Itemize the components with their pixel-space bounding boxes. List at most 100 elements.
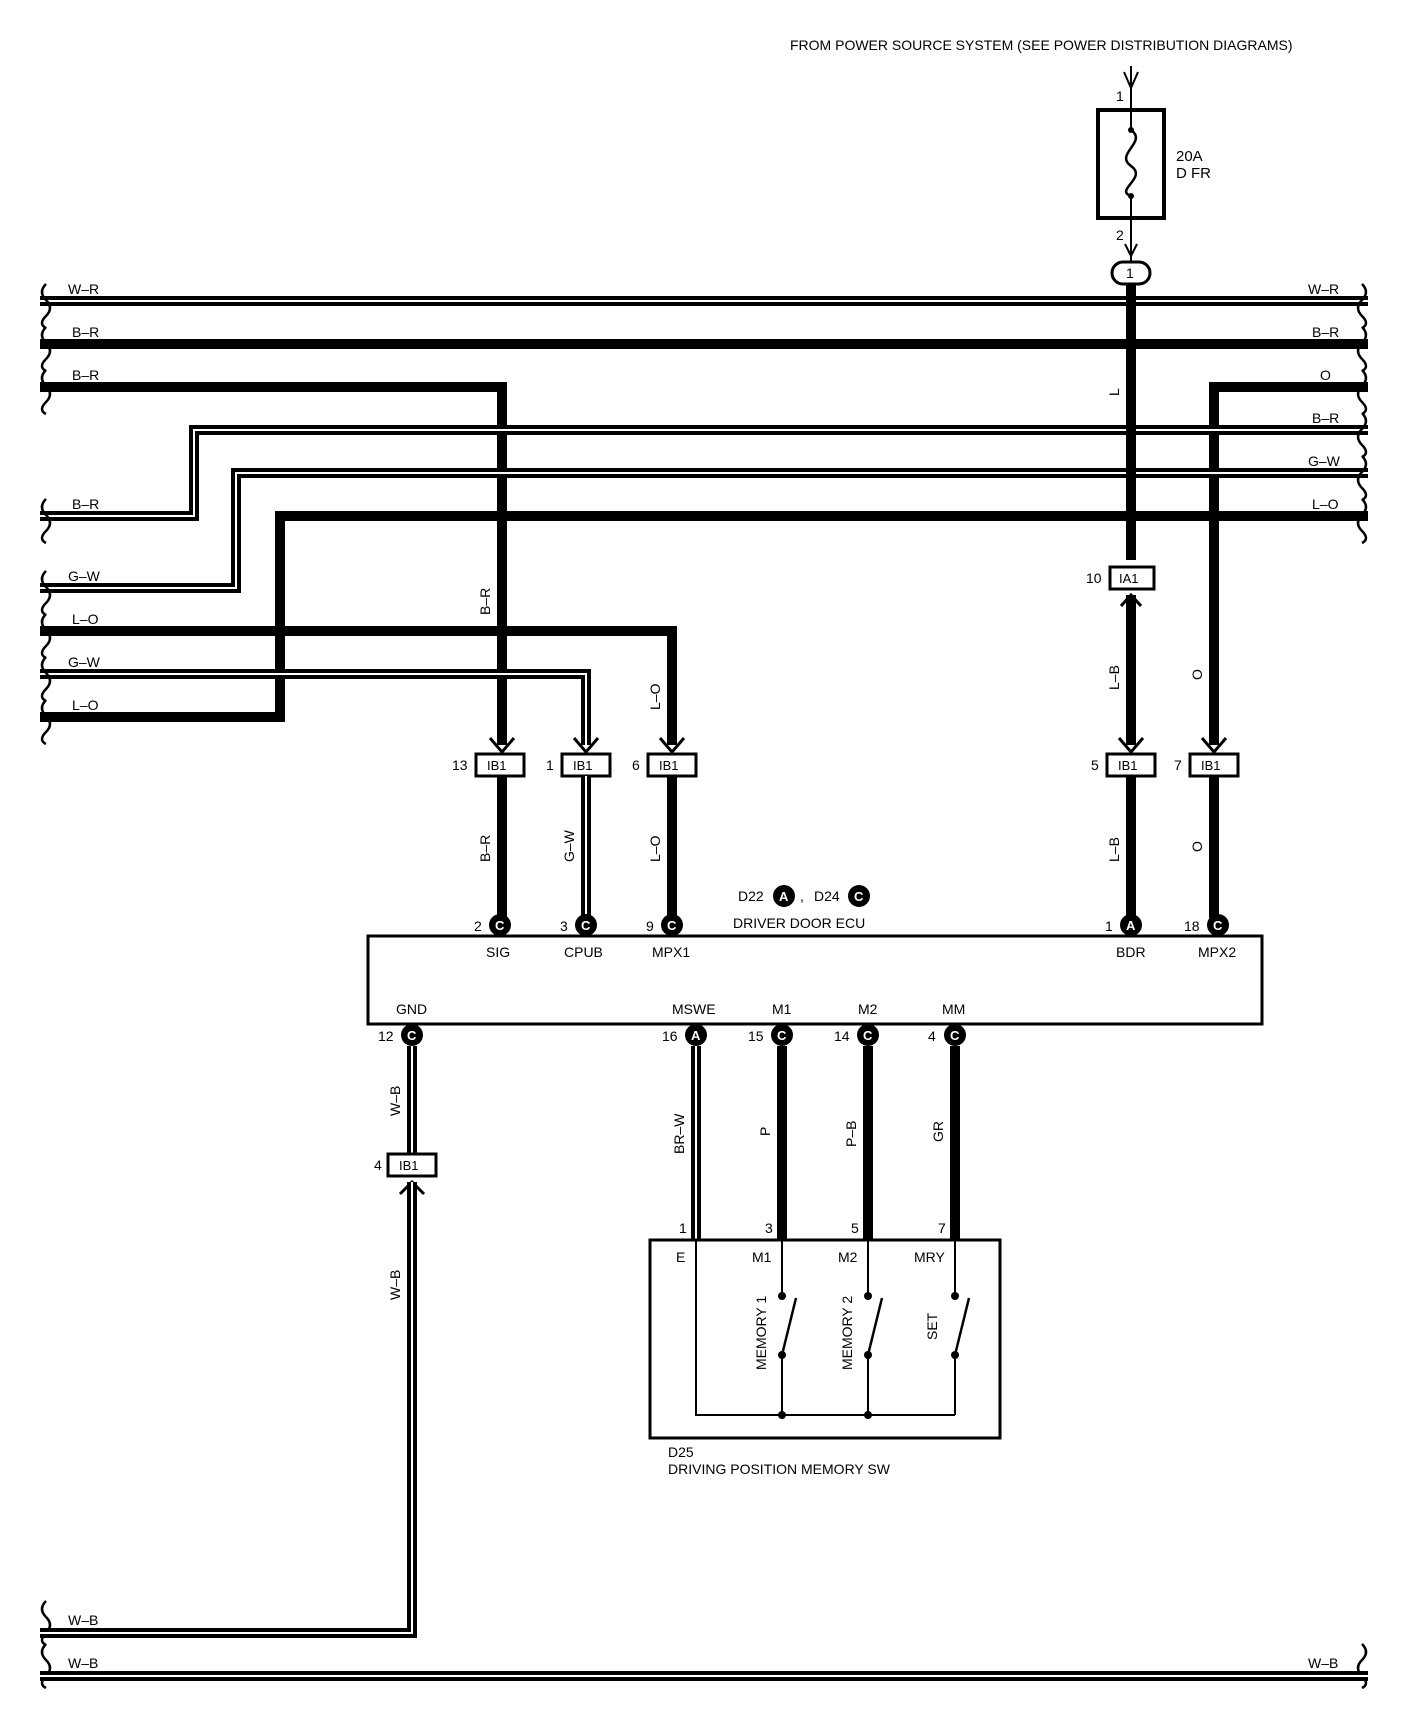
wire-g-w-step-inner: [40, 472, 1368, 589]
left-wire-label-1: B–R: [72, 324, 99, 340]
pin-conn: C: [863, 1028, 873, 1043]
switch-m1-blade: [780, 1297, 798, 1356]
pin-number: 16: [662, 1028, 678, 1044]
pin-conn: A: [1126, 918, 1136, 933]
connector-ib1-gnd: [386, 1152, 438, 1178]
wire-b-r-step-inner: [40, 429, 1368, 517]
switch-m2-blade: [866, 1297, 884, 1356]
switch-label-memory1: MEMORY 1: [753, 1296, 769, 1370]
ecu-bottom-pin-mswe: MSWE A 16: [662, 1001, 716, 1046]
ecu-ref2: D24: [814, 888, 840, 904]
vlabel-mm-wire: GR: [930, 1121, 946, 1142]
left-wire-label-5: L–O: [72, 611, 99, 627]
switch-m1-contact-top: [778, 1292, 786, 1300]
pin-number: 18: [1184, 918, 1200, 934]
ecu-ref-separator: ,: [800, 888, 804, 904]
connector-ia1-name: IA1: [1119, 571, 1139, 586]
bottom-wire-label-left1: W–B: [68, 1612, 98, 1628]
connector-ib1-cpub-pin: 1: [546, 757, 554, 773]
ecu-ref1-conn: A: [779, 889, 789, 904]
pin-number: 2: [474, 918, 482, 934]
fuse-dot-top: [1128, 127, 1134, 133]
fuse-out-arrow: [1124, 243, 1138, 259]
wire-l-o-mpx1: [40, 626, 677, 745]
connector-ia1: [1108, 565, 1156, 591]
pin-number: 14: [834, 1028, 850, 1044]
wire-g-w-step: [40, 468, 1368, 593]
left-wire-label-3: B–R: [72, 496, 99, 512]
connector-ib1-sig-name: IB1: [487, 758, 507, 773]
ecu-top-pin-cpub: C 3 CPUB: [560, 914, 603, 960]
switch-terminal-e: E: [676, 1249, 685, 1265]
switch-set-contact-top: [951, 1292, 959, 1300]
pin-number: 1: [1105, 918, 1113, 934]
switch-pin-7: 7: [938, 1220, 946, 1236]
ecu-box: [366, 934, 1264, 1026]
pin-conn: A: [691, 1028, 701, 1043]
wire-g-w-cpub-inner: [40, 673, 587, 745]
junction-1-label: 1: [1126, 265, 1134, 281]
bottom-wire-label-left2: W–B: [68, 1655, 98, 1671]
switch-m2-junction: [864, 1411, 872, 1419]
ecu-top-pin-sig: C 2 SIG: [474, 914, 511, 960]
vlabel-mpx1-lower: L–O: [647, 835, 663, 862]
vlabel-gnd-lower: W–B: [387, 1270, 403, 1300]
right-wire-label-0: W–R: [1308, 281, 1339, 297]
wire-gnd-lower-inner: [40, 1182, 413, 1634]
pin-marker: [944, 1024, 966, 1046]
pin-conn: C: [407, 1028, 417, 1043]
ecu-top-pin-mpx2: C 18 MPX2: [1184, 914, 1236, 960]
pin-number: 9: [646, 918, 654, 934]
ecu-ref1: D22: [738, 888, 764, 904]
vlabel-sig-upper: B–R: [477, 588, 493, 615]
wire-o-mpx2: [1209, 382, 1368, 745]
switch-m1-junction: [778, 1411, 786, 1419]
pin-marker: [685, 1024, 707, 1046]
pin-marker: [489, 914, 511, 936]
fuse-rating: 20A: [1176, 148, 1203, 165]
pin-name: CPUB: [564, 944, 603, 960]
pin-name: SIG: [486, 944, 510, 960]
right-wire-label-5: L–O: [1312, 496, 1339, 512]
pin-name: MPX1: [652, 944, 690, 960]
pin-marker: [401, 1024, 423, 1046]
connector-ib1-bdr-pin: 5: [1091, 757, 1099, 773]
pin-marker: [575, 914, 597, 936]
ecu-bottom-pin-gnd: GND C 12: [378, 1001, 427, 1046]
right-wire-label-3: B–R: [1312, 410, 1339, 426]
vlabel-m2-wire: P–B: [843, 1121, 859, 1147]
connector-ib1-sig-pin: 13: [452, 757, 468, 773]
vlabel-mpx1-upper: L–O: [647, 683, 663, 710]
pin-number: 12: [378, 1028, 394, 1044]
fuse-pin-in: 1: [1116, 88, 1124, 104]
pin-number: 15: [748, 1028, 764, 1044]
switch-ref: D25: [668, 1444, 694, 1460]
right-wire-label-2: O: [1320, 367, 1331, 383]
vlabel-bdr-upper: L–B: [1106, 665, 1122, 690]
connector-ib1-gnd-name: IB1: [399, 1158, 419, 1173]
right-wire-label-1: B–R: [1312, 324, 1339, 340]
left-wire-label-0: W–R: [68, 281, 99, 297]
vlabel-cpub-lower: G–W: [561, 829, 577, 862]
chevrons-upper: [488, 737, 1228, 755]
connector-ib1-mpx2-name: IB1: [1201, 758, 1221, 773]
vlabel-bdr-lower: L–B: [1106, 837, 1122, 862]
pin-conn: C: [1213, 918, 1223, 933]
ecu-bottom-pin-m2: M2 C 14: [834, 1001, 879, 1046]
wire-b-r-sig: [40, 382, 507, 745]
wire-l-o-step: [40, 511, 1368, 722]
connector-ia1-pin: 10: [1086, 570, 1102, 586]
ecu-ref2-conn: C: [854, 889, 864, 904]
pin-conn: C: [581, 918, 591, 933]
left-wire-label-7: L–O: [72, 697, 99, 713]
ecu-top-pin-bdr: A 1 BDR: [1105, 914, 1146, 960]
fuse-name: D FR: [1176, 165, 1211, 182]
pin-name: MPX2: [1198, 944, 1236, 960]
left-wire-label-2: B–R: [72, 367, 99, 383]
pin-marker: [1207, 914, 1229, 936]
ecu-title: DRIVER DOOR ECU: [733, 915, 865, 931]
pin-conn: C: [950, 1028, 960, 1043]
source-arrow-head: [1123, 71, 1139, 91]
pin-marker: [771, 1024, 793, 1046]
